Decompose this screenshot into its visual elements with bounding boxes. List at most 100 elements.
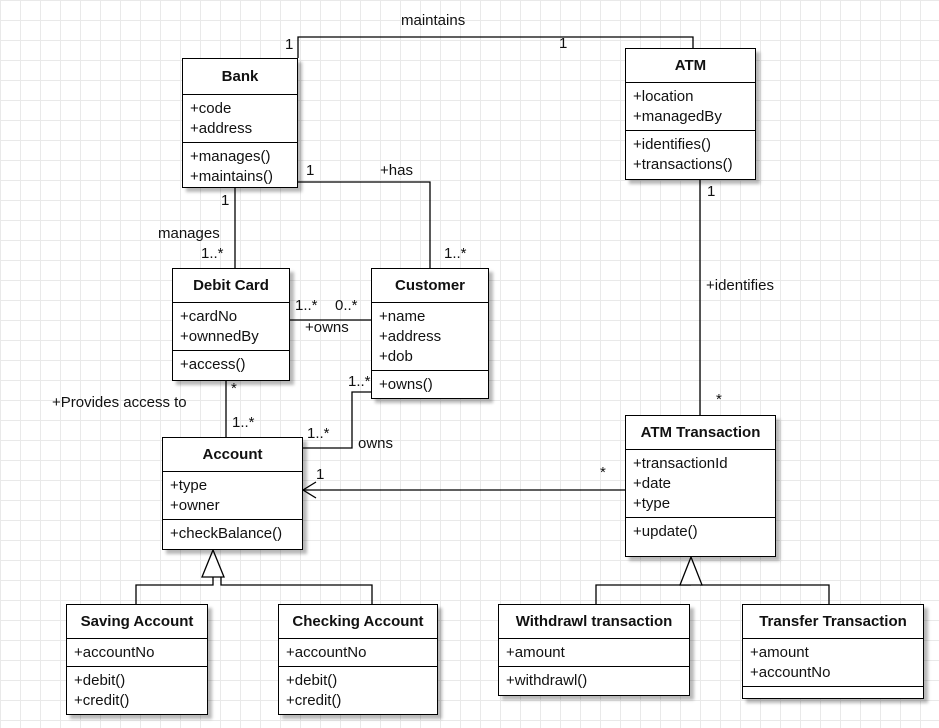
class-name: Transfer Transaction: [743, 605, 923, 639]
attributes-section: +cardNo +ownnedBy: [173, 303, 289, 351]
attribute: +managedBy: [633, 108, 722, 125]
attributes-section: +transactionId +date +type: [626, 450, 775, 518]
attribute: +address: [379, 328, 442, 345]
attributes-section: +accountNo: [67, 639, 207, 667]
bank-customer-association: [298, 181, 431, 268]
operations-section: +debit() +credit(): [67, 667, 207, 714]
operation: +owns(): [379, 376, 433, 393]
atm-transaction-atm-multiplicity: 1: [707, 183, 716, 200]
attribute: +accountNo: [286, 644, 367, 661]
has-label: +has: [380, 162, 413, 179]
attribute: +type: [633, 495, 671, 512]
attribute: +address: [190, 120, 253, 137]
operation: +access(): [180, 356, 246, 373]
class-atm-transaction[interactable]: ATM Transaction +transactionId +date +ty…: [625, 415, 776, 557]
owns-association-label: +owns: [305, 319, 349, 336]
class-name: ATM: [626, 49, 755, 83]
attribute: +code: [190, 100, 232, 117]
operation: +manages(): [190, 148, 271, 165]
account-inheritance-arrowhead: [201, 548, 225, 578]
operation: +debit(): [74, 672, 126, 689]
operations-section: +withdrawl(): [499, 667, 689, 694]
customer-account-customer-multiplicity: 1..*: [348, 373, 371, 390]
operation: +transactions(): [633, 156, 733, 173]
class-transfer-transaction[interactable]: Transfer Transaction +amount +accountNo: [742, 604, 924, 699]
attribute: +owner: [170, 497, 220, 514]
operation: +checkBalance(): [170, 525, 283, 542]
attributes-section: +type +owner: [163, 472, 302, 520]
account-navigation-arrowhead: [301, 481, 317, 499]
bank-atm-bank-multiplicity: 1: [285, 36, 294, 53]
operations-section: +checkBalance(): [163, 520, 302, 547]
attributes-section: +location +managedBy: [626, 83, 755, 131]
operation: +credit(): [74, 692, 130, 709]
transaction-account-transaction-multiplicity: *: [600, 464, 606, 481]
transaction-generalization-bus: [595, 584, 691, 604]
class-name: Account: [163, 438, 302, 472]
class-name: ATM Transaction: [626, 416, 775, 450]
operations-section: [743, 687, 923, 699]
attributes-section: +amount: [499, 639, 689, 667]
operation: +credit(): [286, 692, 342, 709]
attribute: +type: [170, 477, 208, 494]
operations-section: +identifies() +transactions(): [626, 131, 755, 178]
attribute: +amount: [506, 644, 565, 661]
class-name: Debit Card: [173, 269, 289, 303]
class-atm[interactable]: ATM +location +managedBy +identifies() +…: [625, 48, 756, 180]
class-name: Checking Account: [279, 605, 437, 639]
operations-section: +owns(): [372, 371, 488, 398]
account-generalization-bus-right: [220, 577, 373, 604]
debitcard-account-debitcard-multiplicity: *: [231, 380, 237, 397]
bank-customer-bank-multiplicity: 1: [306, 162, 315, 179]
bank-debitcard-debitcard-multiplicity: 1..*: [201, 245, 224, 262]
class-account[interactable]: Account +type +owner +checkBalance(): [162, 437, 303, 550]
operation: +identifies(): [633, 136, 711, 153]
owns-label: owns: [358, 435, 394, 452]
operation: +update(): [633, 523, 698, 540]
provides-access-label: +Provides access to: [52, 394, 187, 411]
class-withdrawl-transaction[interactable]: Withdrawl transaction +amount +withdrawl…: [498, 604, 690, 696]
account-generalization-bus: [135, 577, 214, 604]
attribute: +accountNo: [750, 664, 831, 681]
attribute: +ownnedBy: [180, 328, 259, 345]
bank-atm-atm-multiplicity: 1: [559, 35, 568, 52]
manages-label: manages: [158, 225, 220, 242]
operation: +withdrawl(): [506, 672, 588, 689]
attributes-section: +amount +accountNo: [743, 639, 923, 687]
attribute: +date: [633, 475, 671, 492]
operation: +maintains(): [190, 168, 273, 185]
debitcard-customer-debitcard-multiplicity: 1..*: [295, 297, 318, 314]
operations-section: +manages() +maintains(): [183, 143, 297, 190]
bank-customer-customer-multiplicity: 1..*: [444, 245, 467, 262]
maintains-label: maintains: [401, 12, 466, 29]
attributes-section: +accountNo: [279, 639, 437, 667]
operation: +debit(): [286, 672, 338, 689]
operations-section: +update(): [626, 518, 775, 545]
debitcard-account-account-multiplicity: 1..*: [232, 414, 255, 431]
class-saving-account[interactable]: Saving Account +accountNo +debit() +cred…: [66, 604, 208, 715]
operations-section: +access(): [173, 351, 289, 378]
attribute: +name: [379, 308, 426, 325]
transaction-account-account-multiplicity: 1: [316, 466, 325, 483]
class-name: Saving Account: [67, 605, 207, 639]
class-debit-card[interactable]: Debit Card +cardNo +ownnedBy +access(): [172, 268, 290, 381]
class-name: Customer: [372, 269, 488, 303]
bank-debitcard-bank-multiplicity: 1: [221, 192, 230, 209]
class-name: Bank: [183, 59, 297, 95]
attribute: +transactionId: [633, 455, 728, 472]
customer-account-account-multiplicity: 1..*: [307, 425, 330, 442]
class-checking-account[interactable]: Checking Account +accountNo +debit() +cr…: [278, 604, 438, 715]
bank-atm-association: [297, 36, 694, 58]
transaction-generalization-bus-right: [700, 584, 830, 604]
atm-transaction-transaction-multiplicity: *: [716, 391, 722, 408]
attribute: +dob: [379, 348, 413, 365]
class-customer[interactable]: Customer +name +address +dob +owns(): [371, 268, 489, 399]
class-bank[interactable]: Bank +code +address +manages() +maintain…: [182, 58, 298, 188]
attributes-section: +name +address +dob: [372, 303, 488, 371]
class-name: Withdrawl transaction: [499, 605, 689, 639]
operations-section: +debit() +credit(): [279, 667, 437, 714]
transaction-inheritance-arrowhead: [679, 555, 703, 586]
identifies-label: +identifies: [706, 277, 774, 294]
attribute: +amount: [750, 644, 809, 661]
